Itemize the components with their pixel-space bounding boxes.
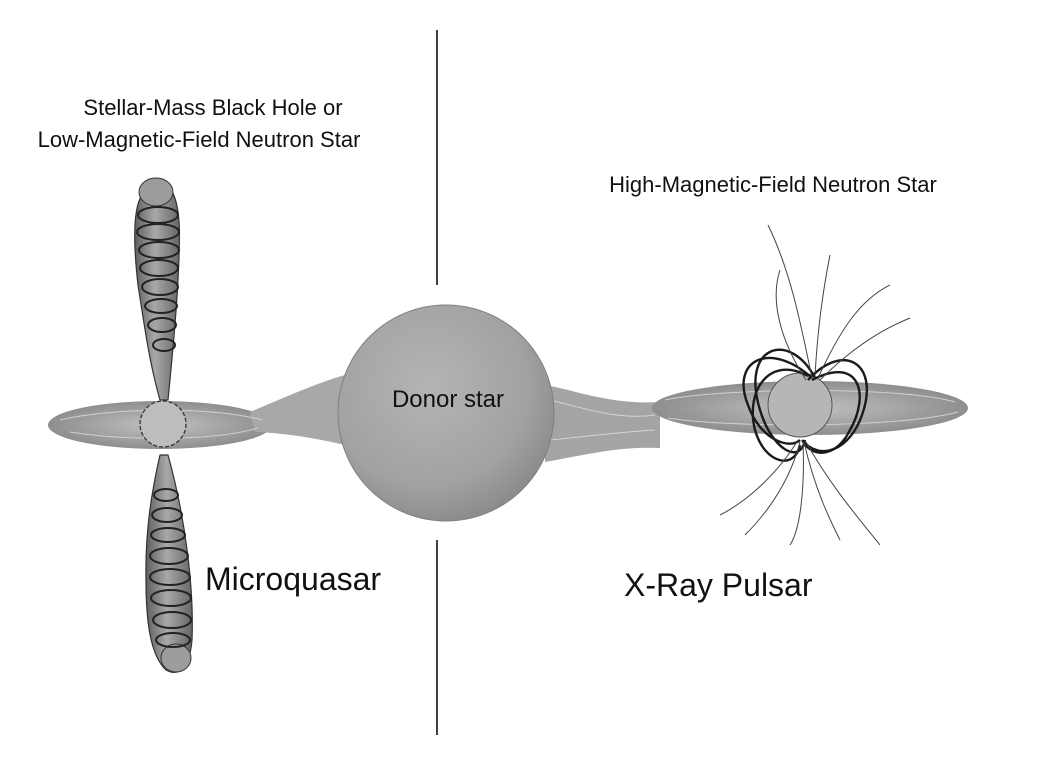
right-mass-stream: [545, 385, 660, 462]
black-hole-label-line2: Low-Magnetic-Field Neutron Star: [38, 127, 361, 152]
open-field-lines: [719, 224, 911, 546]
left-disk-bridge: [250, 375, 345, 445]
upper-jet: [134, 181, 181, 401]
upper-jet-cap: [138, 177, 174, 207]
xray-pulsar-system: [652, 224, 968, 546]
lower-jet-helix: [149, 488, 192, 648]
donor-star: [337, 304, 555, 522]
magnetic-field-loops: [742, 348, 868, 462]
black-hole: [139, 400, 187, 448]
lower-jet-cap: [160, 643, 192, 673]
black-hole-label-line1: Stellar-Mass Black Hole or: [83, 95, 342, 120]
donor-star-group: [337, 304, 660, 522]
microquasar-label: Microquasar: [205, 561, 381, 597]
neutron-star-label: High-Magnetic-Field Neutron Star: [609, 172, 937, 197]
neutron-star: [767, 372, 833, 438]
xray-pulsar-label: X-Ray Pulsar: [624, 567, 813, 603]
upper-jet-helix: [136, 206, 180, 352]
donor-star-label: Donor star: [392, 386, 504, 413]
microquasar-system: [48, 177, 345, 673]
